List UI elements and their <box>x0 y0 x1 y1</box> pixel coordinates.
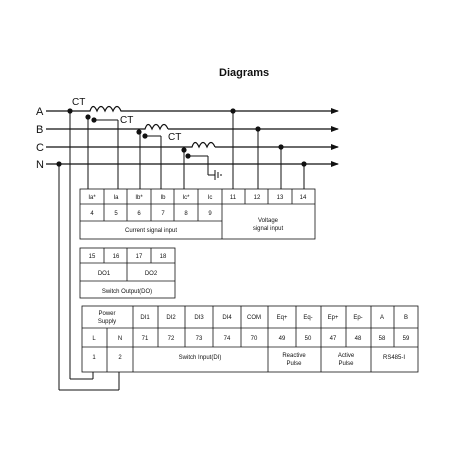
signal-number: 70 <box>251 336 258 342</box>
ct-label-b: CT <box>120 115 133 126</box>
switch-input-caption: Switch Input(DI) <box>179 355 222 361</box>
phase-label-n: N <box>36 159 44 171</box>
terminal-name: Ia* <box>88 195 96 201</box>
terminal-name: Ib* <box>135 195 143 201</box>
signal-number: 58 <box>379 336 386 342</box>
power-supply-label-line2: Supply <box>98 319 116 325</box>
terminal-number: 13 <box>277 195 284 201</box>
voltage-caption-line1: Voltage <box>258 218 279 224</box>
power-number: 2 <box>118 355 122 361</box>
signal-label: B <box>404 315 408 321</box>
power-label: N <box>118 336 122 342</box>
ct-coil-c <box>180 141 216 149</box>
phase-label-b: B <box>36 124 43 136</box>
signal-label: A <box>380 315 384 321</box>
signal-label: Eq- <box>303 315 312 321</box>
reactive-pulse-line1: Reactive <box>282 353 306 359</box>
signal-number: 49 <box>279 336 286 342</box>
signal-label: DI1 <box>140 315 150 321</box>
do-terminal-number: 16 <box>113 254 120 260</box>
terminal-name: Ic <box>208 195 213 201</box>
signal-label: DI2 <box>166 315 176 321</box>
ct-label-a: CT <box>72 97 85 108</box>
signal-number: 47 <box>330 336 337 342</box>
junction-dots <box>56 108 307 167</box>
ct-coil-a <box>70 105 129 113</box>
phase-label-a: A <box>36 106 44 118</box>
signal-number: 48 <box>355 336 362 342</box>
current-signal-caption: Current signal input <box>125 228 177 234</box>
signal-number: 59 <box>403 336 410 342</box>
signal-number: 50 <box>305 336 312 342</box>
active-pulse-line1: Active <box>338 353 355 359</box>
bottom-terminal-block <box>81 305 419 373</box>
signal-label: DI4 <box>222 315 232 321</box>
power-label: L <box>92 336 96 342</box>
reactive-pulse-line2: Pulse <box>286 361 302 367</box>
signal-label: Ep+ <box>328 315 339 321</box>
ct-coil-b <box>133 123 169 131</box>
terminal-number: 6 <box>137 211 141 217</box>
active-pulse-line2: Pulse <box>338 361 354 367</box>
signal-number: 73 <box>196 336 203 342</box>
do-group-label: DO2 <box>145 271 158 277</box>
do-terminal-number: 18 <box>160 254 167 260</box>
do-group-label: DO1 <box>98 271 111 277</box>
terminal-number: 14 <box>300 195 307 201</box>
signal-number: 72 <box>168 336 175 342</box>
switch-output-block <box>79 247 176 299</box>
power-supply-label-line1: Power <box>98 311 115 317</box>
signal-number: 71 <box>142 336 149 342</box>
power-number: 1 <box>92 355 96 361</box>
terminal-number: 7 <box>161 211 165 217</box>
phase-label-c: C <box>36 142 44 154</box>
terminal-number: 11 <box>230 195 237 201</box>
do-terminal-number: 15 <box>89 254 96 260</box>
terminal-name: Ib <box>160 195 166 201</box>
diagram-title: Diagrams <box>219 67 270 79</box>
switch-output-caption: Switch Output(DO) <box>102 289 152 295</box>
terminal-number: 8 <box>184 211 188 217</box>
ct-secondary-wires <box>58 111 305 391</box>
signal-label: Eq+ <box>277 315 288 321</box>
ct-coils <box>70 105 216 149</box>
signal-label: COM <box>247 315 261 321</box>
terminal-number: 12 <box>254 195 261 201</box>
voltage-caption-line2: signal input <box>253 226 284 232</box>
terminal-number: 9 <box>208 211 212 217</box>
ct-label-c: CT <box>168 132 181 143</box>
do-terminal-number: 17 <box>136 254 143 260</box>
rs485-label: RS485-I <box>383 355 405 361</box>
signal-number: 74 <box>224 336 231 342</box>
terminal-name: Ic* <box>182 195 190 201</box>
terminal-name: Ia <box>113 195 119 201</box>
terminal-number: 4 <box>90 211 94 217</box>
terminal-number: 5 <box>114 211 118 217</box>
signal-label: Ep- <box>353 315 362 321</box>
signal-label: DI3 <box>194 315 204 321</box>
current-voltage-terminal-block <box>79 188 316 240</box>
